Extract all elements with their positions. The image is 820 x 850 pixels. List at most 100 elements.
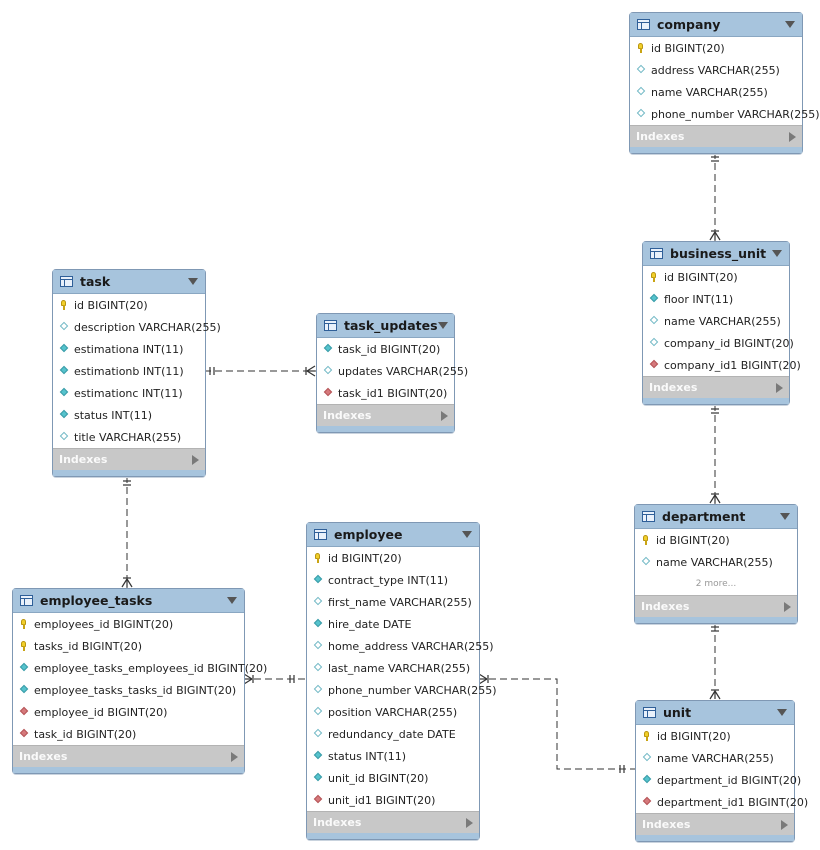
column-row[interactable]: employee_tasks_employees_id BIGINT(20) — [13, 657, 267, 679]
collapse-arrow-icon[interactable] — [780, 513, 790, 520]
indexes-section[interactable]: Indexes — [635, 595, 797, 617]
column-row[interactable]: last_name VARCHAR(255) — [307, 657, 479, 679]
column-row[interactable]: estimationa INT(11) — [53, 338, 205, 360]
column-row[interactable]: first_name VARCHAR(255) — [307, 591, 479, 613]
primary-key-icon — [649, 272, 661, 282]
column-row[interactable]: company_id1 BIGINT(20) — [643, 354, 801, 376]
table-title: business_unit — [670, 246, 767, 261]
expand-arrow-icon[interactable] — [231, 751, 238, 762]
column-row[interactable]: name VARCHAR(255) — [636, 747, 794, 769]
indexes-section[interactable]: Indexes — [307, 811, 479, 833]
expand-arrow-icon[interactable] — [466, 817, 473, 828]
column-row[interactable]: redundancy_date DATE — [307, 723, 479, 745]
table-company[interactable]: company id BIGINT(20) address VARCHAR(255)… — [629, 12, 820, 154]
table-header[interactable]: task — [53, 270, 205, 294]
indexes-section[interactable]: Indexes — [317, 404, 454, 426]
column-row[interactable]: phone_number VARCHAR(255) — [630, 103, 820, 125]
indexes-section[interactable]: Indexes — [643, 376, 789, 398]
column-row[interactable]: title VARCHAR(255) — [53, 426, 205, 448]
expand-arrow-icon[interactable] — [192, 454, 199, 465]
column-row[interactable]: estimationb INT(11) — [53, 360, 205, 382]
table-icon — [20, 595, 33, 606]
column-label: redundancy_date DATE — [328, 727, 456, 741]
table-icon — [650, 248, 663, 259]
table-header[interactable]: business_unit — [643, 242, 789, 266]
crow-foot-marker — [478, 673, 488, 680]
column-row[interactable]: id BIGINT(20) — [630, 37, 802, 59]
table-header[interactable]: task_updates — [317, 314, 454, 338]
expand-arrow-icon[interactable] — [781, 819, 788, 830]
column-row[interactable]: updates VARCHAR(255) — [317, 360, 468, 382]
link-unit-employee — [478, 678, 635, 770]
indexes-section[interactable]: Indexes — [53, 448, 205, 470]
column-row[interactable]: hire_date DATE — [307, 613, 479, 635]
column-row[interactable]: phone_number VARCHAR(255) — [307, 679, 497, 701]
column-row[interactable]: name VARCHAR(255) — [630, 81, 802, 103]
expand-arrow-icon[interactable] — [441, 410, 448, 421]
column-label: id BIGINT(20) — [651, 41, 725, 55]
table-footer — [13, 767, 244, 773]
column-row[interactable]: task_id BIGINT(20) — [13, 723, 244, 745]
column-row[interactable]: task_id1 BIGINT(20) — [317, 382, 454, 404]
column-row[interactable]: unit_id1 BIGINT(20) — [307, 789, 479, 811]
expand-arrow-icon[interactable] — [784, 601, 791, 612]
column-row[interactable]: name VARCHAR(255) — [643, 310, 789, 332]
column-row[interactable]: status INT(11) — [53, 404, 205, 426]
collapse-arrow-icon[interactable] — [777, 709, 787, 716]
table-header[interactable]: department — [635, 505, 797, 529]
indexes-section[interactable]: Indexes — [13, 745, 244, 767]
indexes-label: Indexes — [313, 816, 362, 829]
collapse-arrow-icon[interactable] — [437, 322, 448, 329]
column-row[interactable]: employees_id BIGINT(20) — [13, 613, 244, 635]
column-row[interactable]: address VARCHAR(255) — [630, 59, 802, 81]
table-header[interactable]: company — [630, 13, 802, 37]
indexes-section[interactable]: Indexes — [636, 813, 794, 835]
column-row[interactable]: department_id BIGINT(20) — [636, 769, 801, 791]
column-row[interactable]: company_id BIGINT(20) — [643, 332, 794, 354]
column-row[interactable]: department_id1 BIGINT(20) — [636, 791, 808, 813]
foreign-key-diamond-icon — [313, 795, 325, 805]
column-label: employee_tasks_tasks_id BIGINT(20) — [34, 683, 237, 697]
column-row[interactable]: status INT(11) — [307, 745, 479, 767]
not-null-diamond-icon — [313, 751, 325, 761]
column-row[interactable]: id BIGINT(20) — [635, 529, 797, 551]
collapse-arrow-icon[interactable] — [188, 278, 198, 285]
column-row[interactable]: tasks_id BIGINT(20) — [13, 635, 244, 657]
table-footer — [317, 426, 454, 432]
column-row[interactable]: unit_id BIGINT(20) — [307, 767, 479, 789]
expand-arrow-icon[interactable] — [789, 131, 796, 142]
column-row[interactable]: description VARCHAR(255) — [53, 316, 221, 338]
column-row[interactable]: home_address VARCHAR(255) — [307, 635, 494, 657]
collapse-arrow-icon[interactable] — [785, 21, 795, 28]
column-row[interactable]: contract_type INT(11) — [307, 569, 479, 591]
column-row[interactable]: name VARCHAR(255) — [635, 551, 797, 573]
column-row[interactable]: estimationc INT(11) — [53, 382, 205, 404]
column-row[interactable]: position VARCHAR(255) — [307, 701, 479, 723]
table-header[interactable]: unit — [636, 701, 794, 725]
column-row[interactable]: id BIGINT(20) — [307, 547, 479, 569]
indexes-section[interactable]: Indexes — [630, 125, 802, 147]
collapse-arrow-icon[interactable] — [772, 250, 782, 257]
collapse-arrow-icon[interactable] — [462, 531, 472, 538]
table-header[interactable]: employee_tasks — [13, 589, 244, 613]
column-row[interactable]: id BIGINT(20) — [53, 294, 205, 316]
column-row[interactable]: employee_tasks_tasks_id BIGINT(20) — [13, 679, 244, 701]
column-row[interactable]: id BIGINT(20) — [636, 725, 794, 747]
column-row[interactable]: floor INT(11) — [643, 288, 789, 310]
collapse-arrow-icon[interactable] — [227, 597, 237, 604]
column-row[interactable]: employee_id BIGINT(20) — [13, 701, 244, 723]
more-columns-link[interactable]: 2 more... — [695, 579, 737, 589]
table-icon — [643, 707, 656, 718]
not-null-diamond-icon — [59, 366, 71, 376]
column-row[interactable]: task_id BIGINT(20) — [317, 338, 454, 360]
expand-arrow-icon[interactable] — [776, 382, 783, 393]
column-row[interactable]: id BIGINT(20) — [643, 266, 789, 288]
table-header[interactable]: employee — [307, 523, 479, 547]
